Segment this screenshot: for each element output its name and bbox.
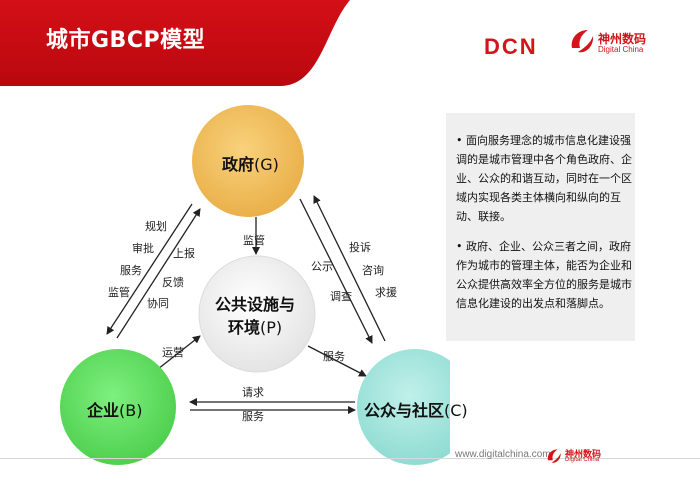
node-government: [192, 105, 304, 217]
label-help: 求援: [375, 286, 397, 299]
digital-china-swirl-icon: [571, 30, 594, 53]
label-approval: 审批: [132, 242, 154, 255]
label-consult: 咨询: [362, 264, 384, 277]
footer-url: www.digitalchina.com: [455, 449, 551, 460]
label-public-service: 服务: [323, 350, 345, 363]
diagram-graphics: [60, 105, 450, 465]
footer-swirl-icon: [547, 449, 561, 463]
government-label: 政府(G): [222, 151, 279, 175]
node-enterprise: [60, 349, 176, 465]
enterprise-code: (B): [119, 401, 143, 420]
public-name: 环境: [228, 318, 261, 337]
community-label: 公众与社区(C): [364, 397, 468, 421]
panel-bullet-2: • 政府、企业、公众三者之间，政府作为城市的管理主体，能否为企业和公众提供高效率…: [456, 240, 632, 310]
label-complaint: 投诉: [349, 241, 371, 254]
label-publicity: 公示: [311, 260, 333, 273]
label-planning: 规划: [145, 220, 167, 233]
arrow-public-to-community: [307, 345, 367, 377]
public-code: (P): [260, 318, 283, 337]
gbcp-diagram: 政府(G) 公共设施与 环境(P) 企业(B) 公众与社区(C) 规划 审批 服…: [0, 86, 468, 486]
arrow-enterprise-to-public: [157, 335, 201, 370]
panel-bullet-1: • 面向服务理念的城市信息化建设强调的是城市管理中各个角色政府、企业、公众的和谐…: [456, 134, 632, 223]
label-operation: 运营: [162, 346, 184, 359]
community-code: (C): [444, 401, 468, 420]
header: 城市GBCP模型 DCN 神州数码 Digital China: [0, 0, 700, 86]
label-gov-public-supervision: 监管: [243, 234, 265, 247]
brand-name-zh: 神州数码: [598, 32, 647, 46]
arrow-gov-to-community: [299, 198, 373, 344]
label-report: 上报: [173, 247, 195, 260]
public-label-line2: 环境(P): [228, 314, 282, 338]
enterprise-label: 企业(B): [87, 397, 142, 421]
public-label-line1: 公共设施与: [215, 295, 296, 314]
label-supervision: 监管: [108, 286, 130, 299]
footer-divider: [0, 458, 700, 459]
dcn-logo-text: DCN: [484, 34, 538, 59]
label-collaboration: 协同: [147, 297, 169, 310]
footer-logo: 神州数码 Digital China: [545, 447, 615, 467]
label-survey: 调查: [330, 290, 352, 303]
label-service: 服务: [120, 264, 142, 277]
node-community: [357, 349, 450, 465]
footer-brand-en: Digital China: [565, 457, 600, 463]
government-code: (G): [254, 155, 279, 174]
arrow-gov-to-enterprise: [106, 203, 193, 335]
dcn-logo: DCN: [484, 34, 538, 60]
description-panel: • 面向服务理念的城市信息化建设强调的是城市管理中各个角色政府、企业、公众的和谐…: [446, 113, 635, 341]
label-request: 请求: [242, 386, 264, 399]
government-name: 政府: [222, 155, 255, 174]
enterprise-name: 企业: [87, 401, 120, 420]
label-feedback: 反馈: [162, 276, 184, 289]
header-logo-area: [280, 0, 700, 86]
page-title: 城市GBCP模型: [46, 28, 206, 53]
arrow-enterprise-to-gov: [116, 208, 201, 339]
digital-china-logo: 神州数码 Digital China: [568, 26, 678, 60]
arrow-community-to-gov: [313, 195, 386, 342]
brand-name-en: Digital China: [598, 45, 644, 54]
node-public-facilities: [198, 255, 316, 373]
label-bottom-service: 服务: [242, 410, 264, 423]
footer-brand-zh: 神州数码: [565, 450, 602, 460]
community-name: 公众与社区: [364, 401, 445, 420]
